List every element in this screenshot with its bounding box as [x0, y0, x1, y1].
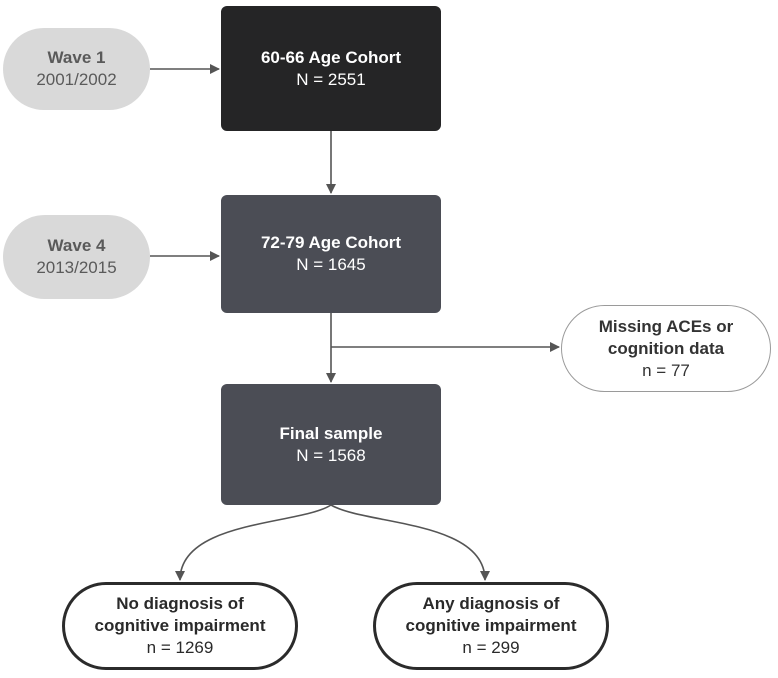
any-diagnosis-count: n = 299	[462, 638, 520, 657]
wave4-years: 2013/2015	[36, 258, 117, 277]
cohort-72-79-title: 72-79 Age Cohort	[260, 233, 402, 252]
cohort-60-66-count: N = 2551	[296, 69, 366, 89]
no-diagnosis-title-line2: cognitive impairment	[94, 616, 266, 635]
no-diagnosis-title-line1: No diagnosis of	[116, 594, 244, 613]
cohort-60-66-node: 60-66 Age Cohort N = 2551	[221, 6, 441, 131]
final-sample-title: Final sample	[279, 423, 383, 443]
no-diagnosis-node: No diagnosis of cognitive impairment n =…	[62, 582, 298, 670]
wave4-title: Wave 4	[47, 236, 106, 255]
cohort-72-79-node: 72-79 Age Cohort N = 1645	[221, 195, 441, 313]
missing-title-line1: Missing ACEs or	[598, 316, 734, 336]
cohort-60-66-title: 60-66 Age Cohort	[260, 47, 402, 67]
no-diagnosis-count: n = 1269	[146, 638, 214, 657]
missing-data-node: Missing ACEs or cognition data n = 77	[561, 305, 771, 392]
wave1-years: 2001/2002	[36, 70, 117, 89]
any-diagnosis-node: Any diagnosis of cognitive impairment n …	[373, 582, 609, 670]
arrow-final-to-no-diagnosis	[175, 504, 332, 581]
missing-count: n = 77	[642, 360, 690, 380]
final-sample-node: Final sample N = 1568	[221, 384, 441, 505]
any-diagnosis-title-line2: cognitive impairment	[405, 616, 577, 635]
any-diagnosis-title-line1: Any diagnosis of	[422, 594, 560, 613]
wave1-title: Wave 1	[47, 48, 106, 67]
wave1-node: Wave 1 2001/2002	[3, 28, 150, 110]
missing-title-line2: cognition data	[607, 338, 725, 358]
wave4-node: Wave 4 2013/2015	[3, 215, 150, 299]
arrow-final-to-any-diagnosis	[330, 504, 490, 581]
final-sample-count: N = 1568	[296, 445, 366, 465]
cohort-72-79-count: N = 1645	[296, 255, 366, 274]
